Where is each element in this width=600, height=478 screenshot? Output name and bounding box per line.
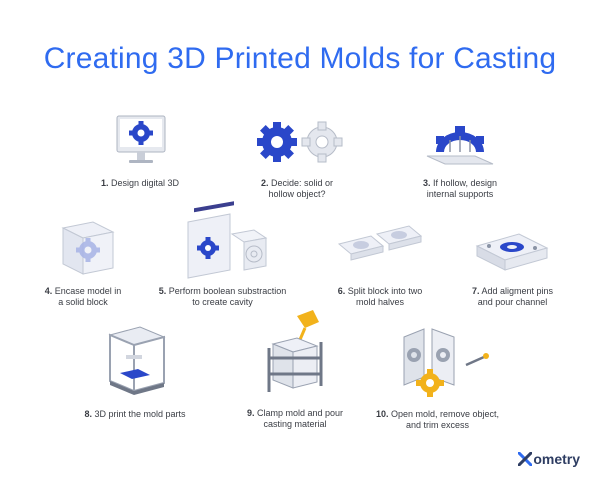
3d-printer-icon bbox=[108, 326, 166, 395]
step-7: 7. Add aligment pins and pour channel bbox=[455, 218, 570, 318]
step-10: 10. Open mold, remove object, and trim e… bbox=[370, 325, 505, 435]
step-label-line2: and pour channel bbox=[477, 297, 548, 307]
step-5: 5. Perform boolean substraction to creat… bbox=[150, 201, 295, 320]
step-label: Design digital 3D bbox=[110, 178, 180, 188]
step-number: 3. bbox=[422, 178, 431, 188]
step-number: 10. bbox=[375, 409, 389, 419]
split-mold-halves-icon bbox=[337, 225, 423, 261]
step-label-line2: and trim excess bbox=[405, 420, 470, 430]
step-label: Decide: solid or bbox=[271, 178, 334, 188]
step-3: 3. If hollow, design internal supports bbox=[405, 112, 515, 202]
encased-block-icon bbox=[61, 221, 115, 275]
step-6: 6. Split block into two mold halves bbox=[325, 218, 435, 318]
open-mold-trim-icon bbox=[403, 328, 489, 397]
step-2: 2. Decide: solid or hollow object? bbox=[242, 112, 352, 202]
step-number: 5. bbox=[158, 286, 167, 296]
gear-pair-icon bbox=[257, 121, 343, 163]
step-number: 2. bbox=[260, 178, 269, 188]
step-number: 6. bbox=[337, 286, 346, 296]
step-number: 8. bbox=[84, 409, 92, 419]
brand-logo: ometry bbox=[518, 450, 580, 468]
step-label-line2: hollow object? bbox=[268, 189, 326, 199]
step-label-line2: to create cavity bbox=[192, 297, 253, 307]
step-label: Add aligment pins bbox=[481, 286, 554, 296]
step-1: 1. Design digital 3D bbox=[95, 112, 185, 197]
alignment-pins-icon bbox=[475, 233, 549, 271]
step-label: Split block into two bbox=[347, 286, 423, 296]
boolean-subtraction-icon bbox=[187, 201, 268, 279]
step-label: If hollow, design bbox=[432, 178, 498, 188]
step-label: Encase model in bbox=[54, 286, 122, 296]
step-label: 3D print the mold parts bbox=[94, 409, 186, 419]
step-number: 7. bbox=[471, 286, 480, 296]
step-number: 4. bbox=[44, 286, 53, 296]
step-label: Open mold, remove object, bbox=[390, 409, 500, 419]
brand-wordmark: ometry bbox=[533, 451, 580, 467]
step-8: 8. 3D print the mold parts bbox=[80, 325, 190, 425]
step-label: Perform boolean substraction bbox=[168, 286, 287, 296]
step-4: 4. Encase model in a solid block bbox=[28, 218, 138, 318]
step-label-line2: internal supports bbox=[426, 189, 494, 199]
step-9: 9. Clamp mold and pour casting material bbox=[235, 308, 355, 433]
page-title: Creating 3D Printed Molds for Casting bbox=[43, 42, 557, 75]
step-number: 1. bbox=[100, 178, 109, 188]
brand-x-mark-icon bbox=[518, 452, 533, 466]
step-label: Clamp mold and pour bbox=[256, 408, 344, 418]
step-label-line2: casting material bbox=[263, 419, 327, 429]
clamp-and-pour-icon bbox=[267, 310, 323, 392]
step-number: 9. bbox=[246, 408, 255, 418]
step-label-line2: a solid block bbox=[58, 297, 108, 307]
computer-monitor-icon bbox=[116, 115, 166, 163]
hollow-gear-supports-icon bbox=[426, 126, 494, 165]
step-label-line2: mold halves bbox=[355, 297, 405, 307]
